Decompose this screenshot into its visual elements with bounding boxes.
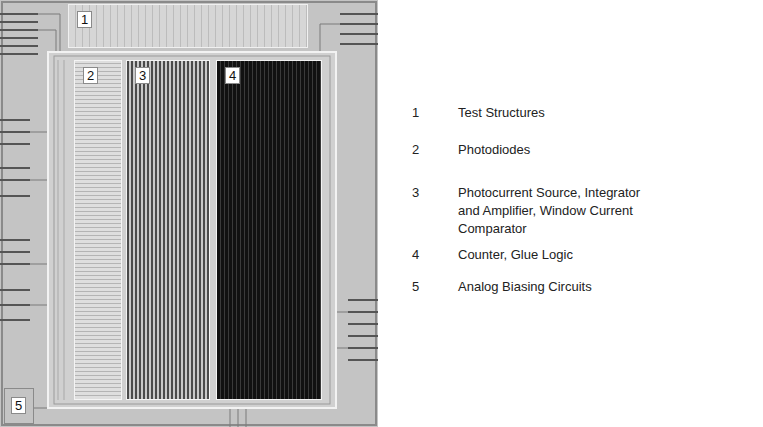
key-text: Counter, Glue Logic <box>458 246 748 264</box>
callout-number: 2 <box>412 141 432 159</box>
biasing-region: 5 <box>4 388 34 424</box>
key-text: Photodiodes <box>458 141 748 159</box>
callout-number: 2 <box>83 67 98 84</box>
key-text: Analog Biasing Circuits <box>458 278 748 296</box>
callout-number: 5 <box>11 397 26 414</box>
callout-number: 1 <box>77 11 92 28</box>
key-text: Photocurrent Source, Integrator and Ampl… <box>458 184 646 238</box>
analog-circuit-region: 3 <box>126 60 210 400</box>
callout-number: 1 <box>412 104 432 122</box>
key-text: Test Structures <box>458 104 748 122</box>
counter-logic-region: 4 <box>216 60 322 400</box>
callout-number: 4 <box>225 67 240 84</box>
photodiode-region: 2 <box>74 60 122 400</box>
callout-number: 4 <box>412 246 432 264</box>
callout-number: 3 <box>412 184 432 202</box>
test-structure-region: 1 <box>68 4 308 48</box>
callout-number: 3 <box>135 67 150 84</box>
callout-number: 5 <box>412 278 432 296</box>
